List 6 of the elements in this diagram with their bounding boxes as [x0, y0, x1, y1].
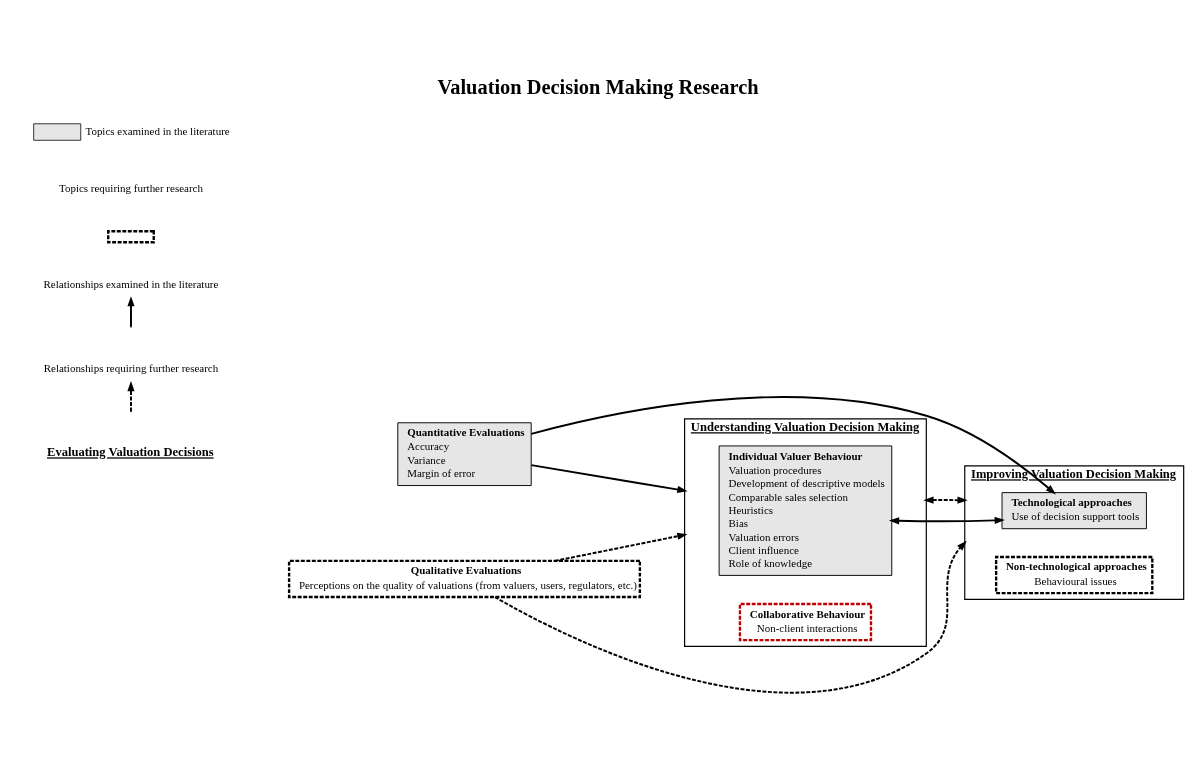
legend-label: Topics examined in the literature [85, 124, 230, 137]
legend-label: Relationships examined in the literature [43, 277, 219, 290]
diagram-title: Valuation Decision Making Research [437, 75, 759, 98]
legend-label: Relationships requiring further research [43, 361, 219, 374]
legend-label: Topics requiring further research [59, 181, 203, 194]
label: Evaluating Valuation Decisions [47, 444, 214, 459]
